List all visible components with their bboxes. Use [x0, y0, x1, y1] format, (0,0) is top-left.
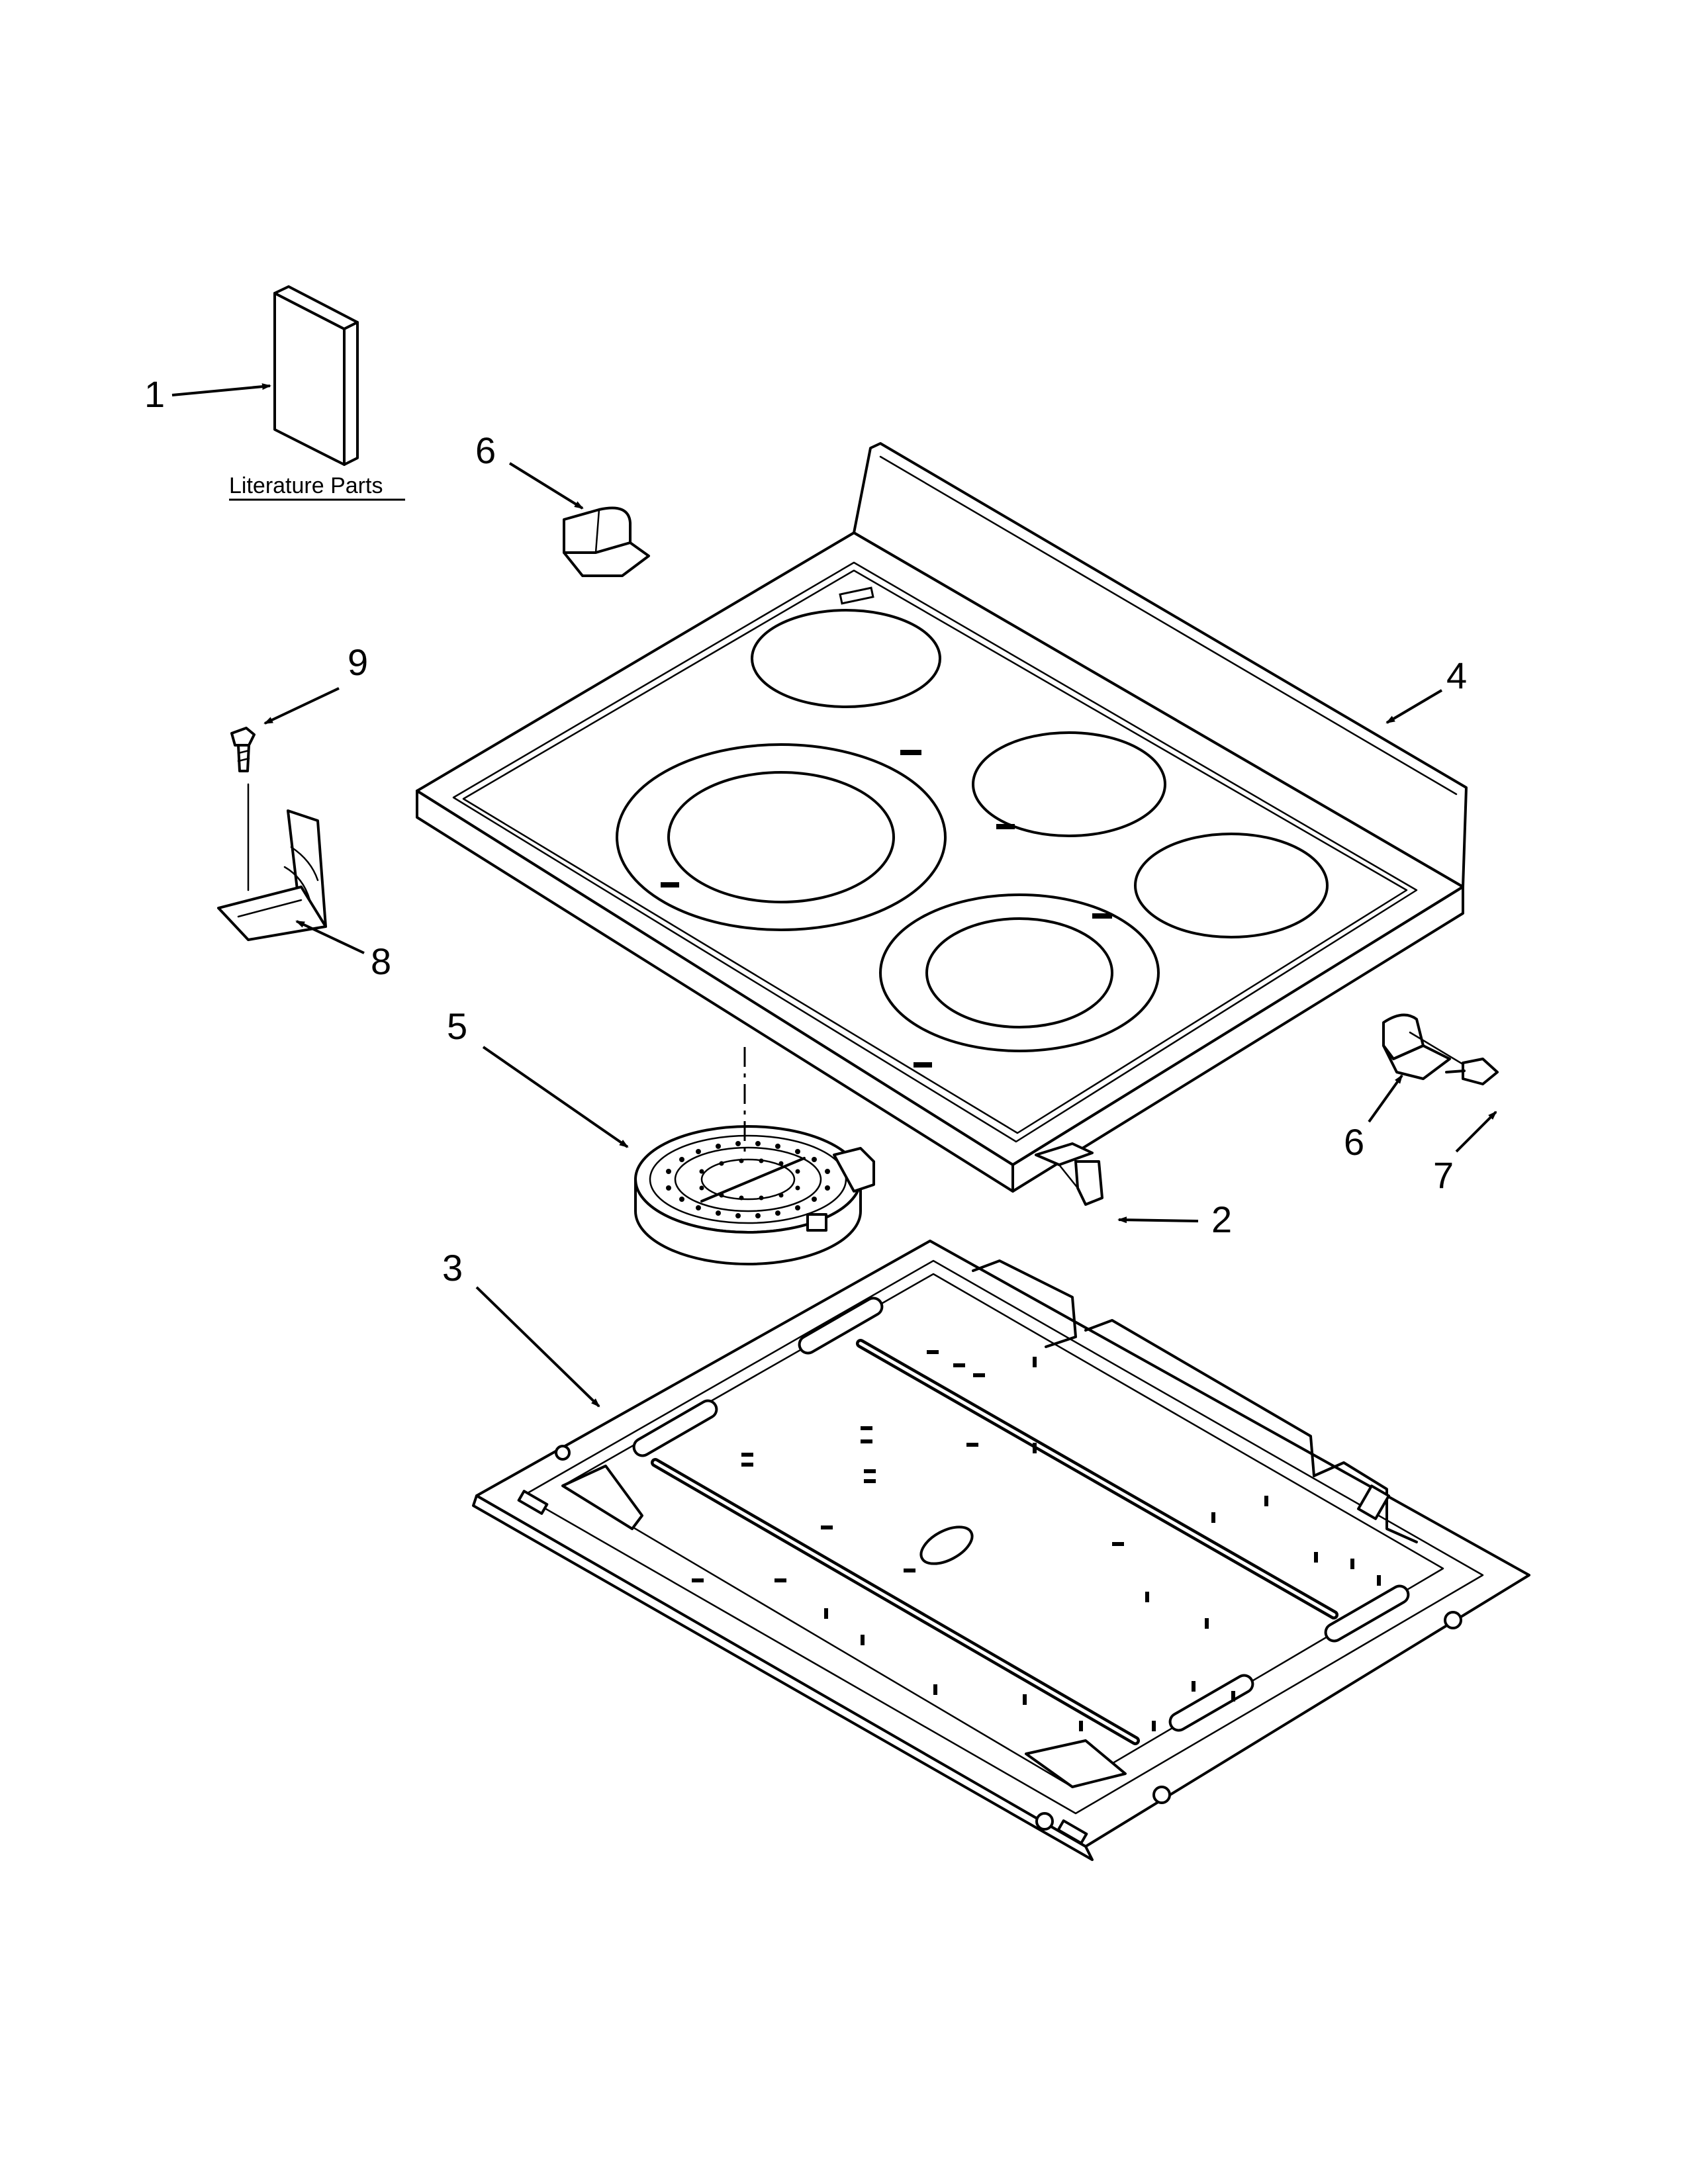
- callout-2: 2: [1211, 1199, 1232, 1240]
- cooktop-bracket-right: [1382, 1013, 1477, 1080]
- burner-front-right-inner: [925, 917, 1113, 1028]
- burner-back-right: [1134, 833, 1329, 938]
- tray-small-holes: [692, 1350, 1381, 1731]
- leader-6-top: [508, 462, 584, 510]
- callout-6-top: 6: [475, 430, 496, 471]
- element-coil-dots: [666, 1141, 830, 1218]
- leader-4: [1385, 689, 1443, 724]
- screw-part-9: [230, 727, 256, 772]
- leader-9: [263, 687, 340, 725]
- screw-part-7: [1445, 1058, 1499, 1085]
- callout-4: 4: [1446, 655, 1467, 696]
- burner-box-tray: [472, 1240, 1530, 1861]
- literature-booklet: [273, 285, 359, 466]
- burner-center: [972, 731, 1166, 837]
- clip-part-2: [1035, 1142, 1103, 1206]
- leader-1: [171, 383, 271, 396]
- literature-parts-label: Literature Parts: [229, 473, 383, 498]
- callout-9: 9: [348, 641, 368, 683]
- leader-2: [1117, 1216, 1199, 1224]
- burner-front-left-inner: [667, 771, 895, 903]
- callout-3: 3: [442, 1247, 463, 1289]
- leader-7: [1455, 1111, 1497, 1153]
- leader-8: [295, 920, 365, 954]
- leader-3: [475, 1286, 600, 1408]
- callout-8: 8: [371, 940, 391, 982]
- heating-element: [634, 1125, 875, 1265]
- callout-6-right: 6: [1344, 1121, 1364, 1163]
- leader-5: [482, 1046, 629, 1148]
- cooktop-logo-badge: [839, 586, 874, 605]
- cooktop-bracket-top: [563, 506, 650, 577]
- tray-center-hole: [919, 1525, 974, 1565]
- callout-1: 1: [144, 373, 165, 415]
- burner-back-left: [751, 609, 941, 708]
- burner-front-right-outer: [879, 893, 1160, 1052]
- cooktop: [416, 442, 1468, 1193]
- callout-5: 5: [447, 1005, 467, 1047]
- leader-6-right: [1368, 1074, 1403, 1123]
- burner-front-left-outer: [616, 743, 947, 931]
- bracket-part-8: [217, 809, 327, 941]
- callout-7: 7: [1433, 1154, 1454, 1196]
